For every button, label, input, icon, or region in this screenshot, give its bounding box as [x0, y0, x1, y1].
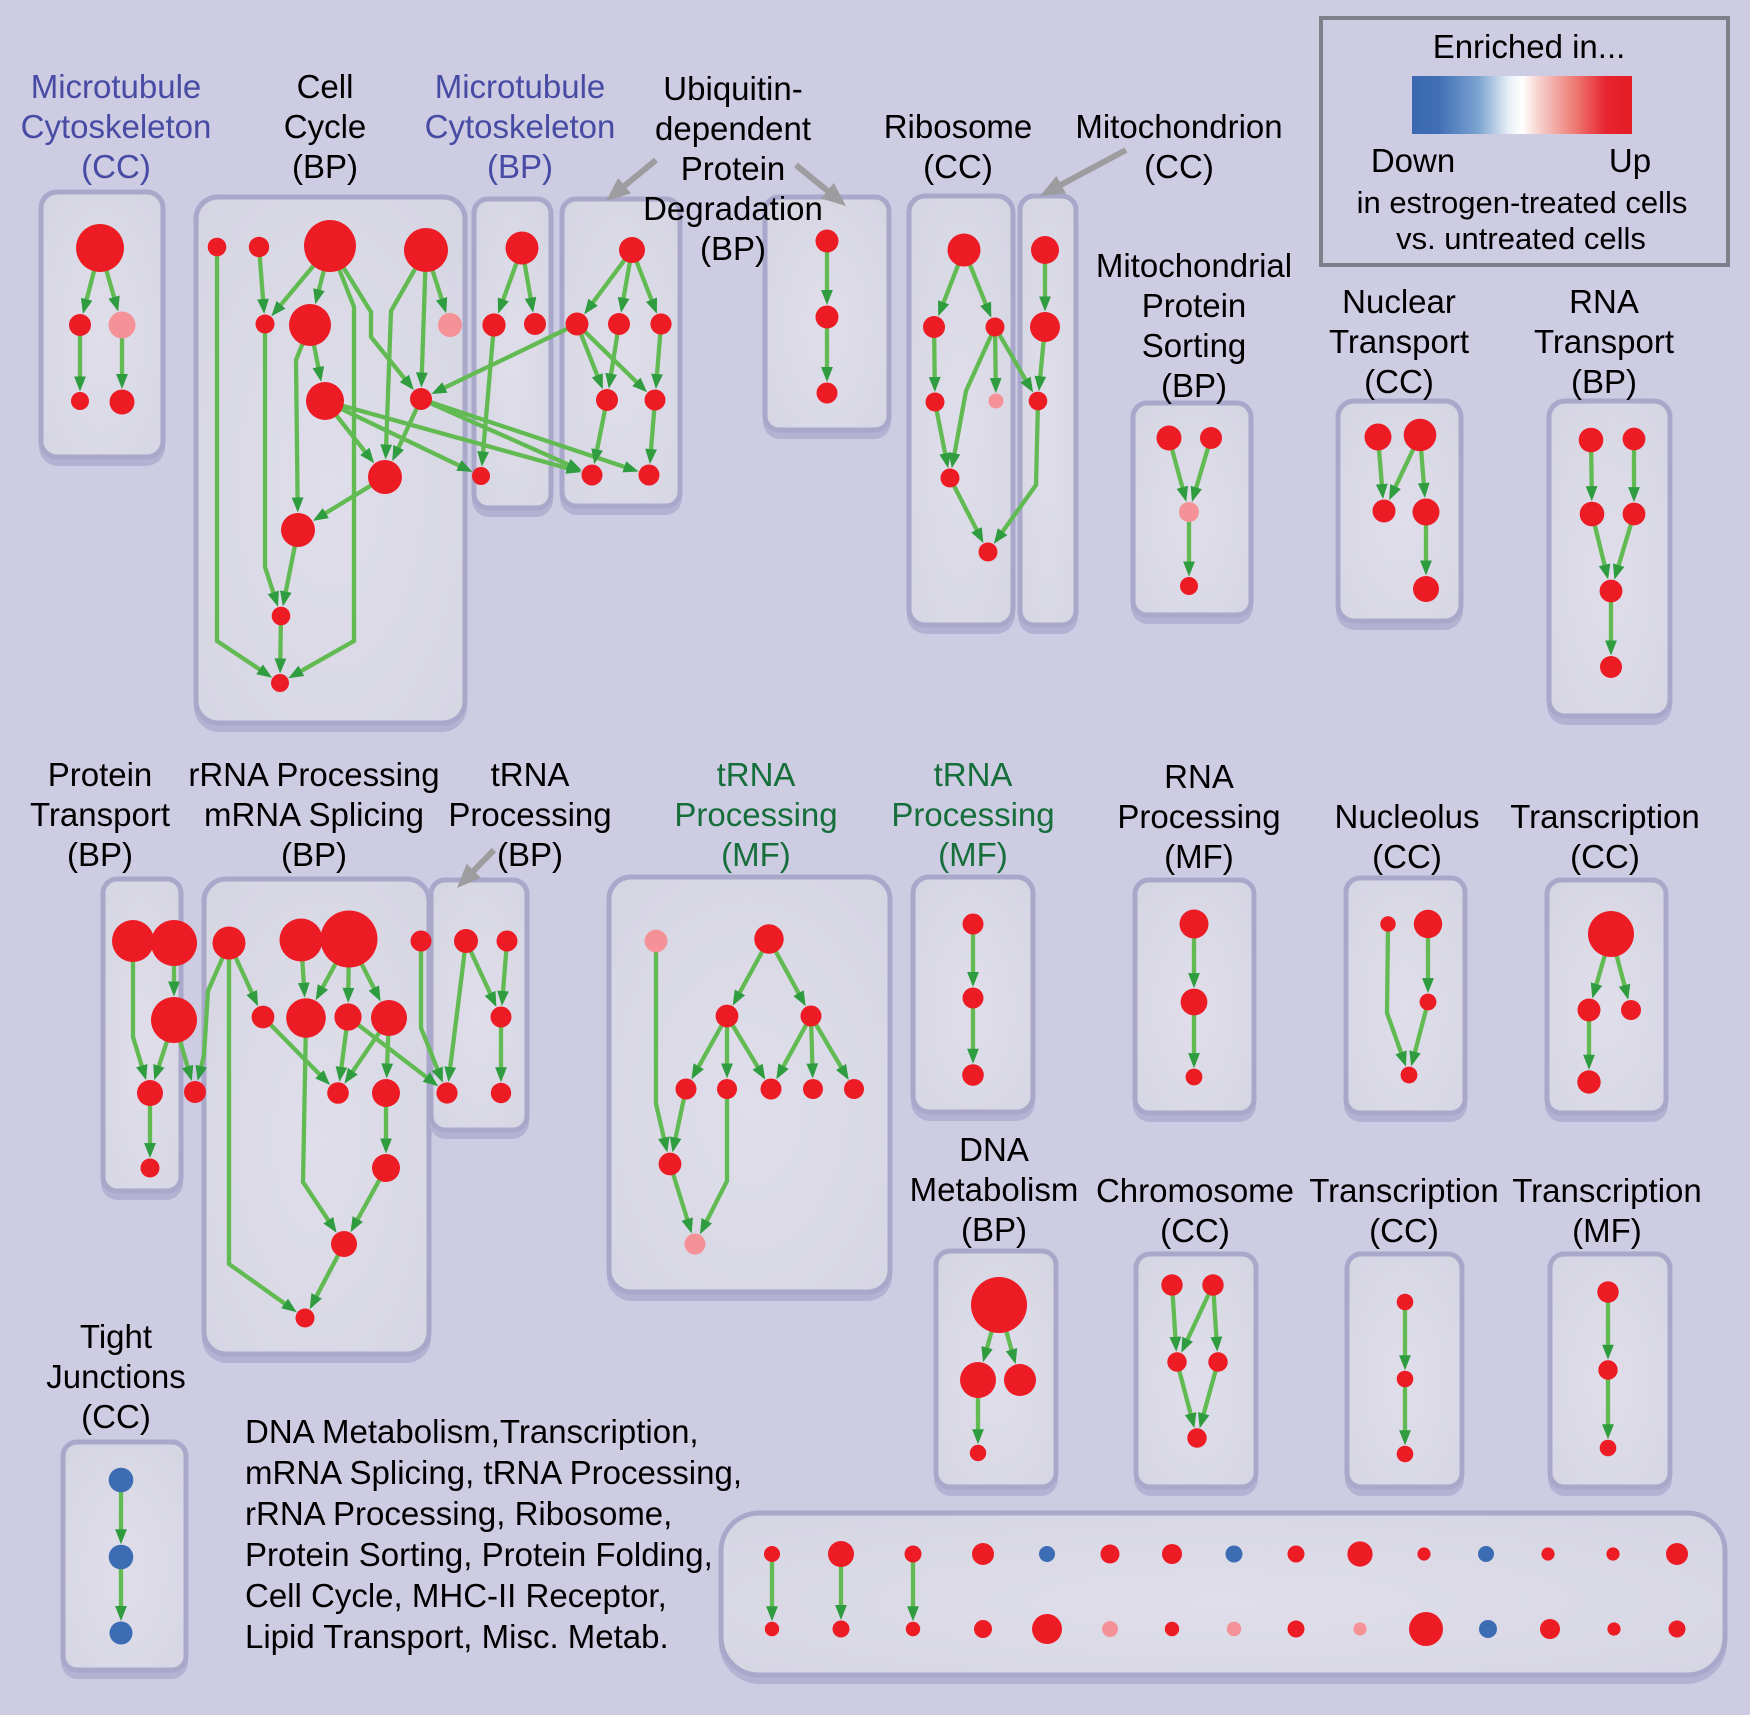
svg-text:mRNA Splicing: mRNA Splicing: [204, 796, 424, 833]
svg-text:(CC): (CC): [1144, 148, 1214, 185]
svg-text:Microtubule: Microtubule: [435, 68, 606, 105]
svg-text:in estrogen-treated cells: in estrogen-treated cells: [1357, 185, 1688, 220]
svg-text:Cell: Cell: [297, 68, 354, 105]
svg-text:tRNA: tRNA: [934, 756, 1013, 793]
svg-text:Transcription: Transcription: [1510, 798, 1700, 835]
svg-text:(BP): (BP): [700, 230, 766, 267]
svg-text:(BP): (BP): [961, 1211, 1027, 1248]
svg-text:(BP): (BP): [497, 836, 563, 873]
svg-text:(BP): (BP): [292, 148, 358, 185]
svg-text:(BP): (BP): [1161, 367, 1227, 404]
svg-text:Cycle: Cycle: [284, 108, 367, 145]
svg-text:Cytoskeleton: Cytoskeleton: [21, 108, 212, 145]
svg-text:tRNA: tRNA: [491, 756, 570, 793]
svg-text:Microtubule: Microtubule: [31, 68, 202, 105]
svg-text:rRNA Processing, Ribosome,: rRNA Processing, Ribosome,: [245, 1495, 672, 1532]
svg-text:(BP): (BP): [67, 836, 133, 873]
svg-text:Processing: Processing: [674, 796, 837, 833]
svg-text:(BP): (BP): [487, 148, 553, 185]
svg-text:Chromosome: Chromosome: [1096, 1172, 1294, 1209]
svg-text:(MF): (MF): [1572, 1212, 1642, 1249]
svg-text:Transcription: Transcription: [1309, 1172, 1499, 1209]
svg-text:Protein: Protein: [681, 150, 786, 187]
svg-text:Transport: Transport: [1329, 323, 1469, 360]
svg-text:Tight: Tight: [80, 1318, 152, 1355]
svg-text:mRNA Splicing, tRNA Processing: mRNA Splicing, tRNA Processing,: [245, 1454, 742, 1491]
svg-text:Protein: Protein: [1142, 287, 1247, 324]
svg-text:(CC): (CC): [923, 148, 993, 185]
svg-text:Cell Cycle, MHC-II Receptor,: Cell Cycle, MHC-II Receptor,: [245, 1577, 667, 1614]
svg-text:DNA Metabolism,Transcription,: DNA Metabolism,Transcription,: [245, 1413, 699, 1450]
svg-text:(CC): (CC): [1364, 363, 1434, 400]
svg-text:Ribosome: Ribosome: [884, 108, 1033, 145]
svg-text:Mitochondrial: Mitochondrial: [1096, 247, 1292, 284]
svg-text:Mitochondrion: Mitochondrion: [1075, 108, 1282, 145]
svg-text:(CC): (CC): [81, 1398, 151, 1435]
svg-text:Up: Up: [1609, 142, 1651, 179]
svg-text:Degradation: Degradation: [643, 190, 823, 227]
svg-text:Processing: Processing: [1117, 798, 1280, 835]
svg-text:Processing: Processing: [448, 796, 611, 833]
svg-text:Sorting: Sorting: [1142, 327, 1247, 364]
svg-text:Down: Down: [1371, 142, 1455, 179]
svg-text:(CC): (CC): [1160, 1212, 1230, 1249]
svg-text:Lipid Transport, Misc. Metab.: Lipid Transport, Misc. Metab.: [245, 1618, 669, 1655]
svg-text:Processing: Processing: [891, 796, 1054, 833]
svg-text:Ubiquitin-: Ubiquitin-: [663, 70, 802, 107]
svg-text:Nucleolus: Nucleolus: [1335, 798, 1480, 835]
svg-text:Cytoskeleton: Cytoskeleton: [425, 108, 616, 145]
svg-text:DNA: DNA: [959, 1131, 1029, 1168]
svg-text:(CC): (CC): [1369, 1212, 1439, 1249]
svg-text:(BP): (BP): [281, 836, 347, 873]
svg-text:RNA: RNA: [1569, 283, 1639, 320]
svg-text:Protein Sorting, Protein Foldi: Protein Sorting, Protein Folding,: [245, 1536, 713, 1573]
svg-text:Transport: Transport: [1534, 323, 1674, 360]
svg-text:Protein: Protein: [48, 756, 153, 793]
svg-text:(CC): (CC): [1570, 838, 1640, 875]
svg-text:Metabolism: Metabolism: [910, 1171, 1079, 1208]
svg-text:rRNA Processing: rRNA Processing: [188, 756, 439, 793]
svg-text:(BP): (BP): [1571, 363, 1637, 400]
svg-text:vs. untreated cells: vs. untreated cells: [1396, 221, 1646, 256]
svg-text:tRNA: tRNA: [717, 756, 796, 793]
svg-text:(MF): (MF): [938, 836, 1008, 873]
svg-text:Nuclear: Nuclear: [1342, 283, 1456, 320]
svg-text:Transport: Transport: [30, 796, 170, 833]
svg-text:(MF): (MF): [721, 836, 791, 873]
svg-text:(CC): (CC): [1372, 838, 1442, 875]
svg-text:Junctions: Junctions: [46, 1358, 185, 1395]
svg-text:Enriched in...: Enriched in...: [1433, 28, 1626, 65]
svg-text:(MF): (MF): [1164, 838, 1234, 875]
svg-text:Transcription: Transcription: [1512, 1172, 1702, 1209]
svg-text:(CC): (CC): [81, 148, 151, 185]
svg-text:RNA: RNA: [1164, 758, 1234, 795]
svg-text:dependent: dependent: [655, 110, 811, 147]
